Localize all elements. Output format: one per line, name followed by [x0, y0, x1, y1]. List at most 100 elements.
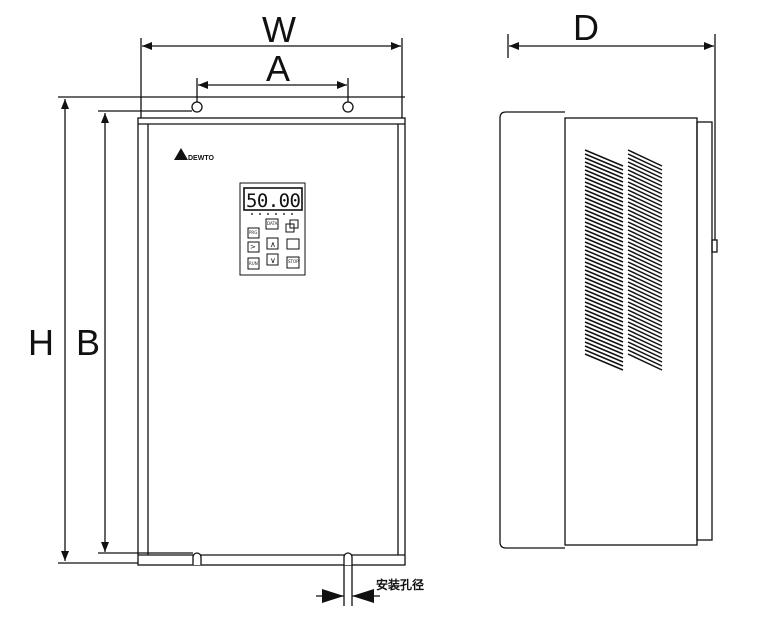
mounting-slot-bottom-right [343, 552, 353, 565]
vent-slot [584, 213, 624, 231]
vent-slot [627, 289, 663, 307]
width-label: W [262, 9, 296, 50]
vent-slot [584, 185, 624, 203]
brand-name: DEWTO [188, 155, 214, 162]
vent-slot [584, 189, 624, 207]
front-view [137, 101, 406, 566]
vent-slot [627, 229, 663, 247]
vent-slot [627, 205, 663, 223]
key-down-label: ∨ [270, 256, 276, 265]
vent-slot [584, 165, 624, 183]
key-right[interactable] [247, 241, 260, 253]
vent-slot [584, 341, 624, 359]
vent-slot [627, 277, 663, 295]
vent-slot [627, 265, 663, 283]
vent-slot [584, 325, 624, 343]
vent-slot [627, 221, 663, 239]
vent-slot [584, 337, 624, 355]
vent-slot [584, 221, 624, 239]
vent-slot [627, 241, 663, 259]
vent-slot [627, 193, 663, 211]
side-view [499, 111, 718, 549]
vent-slot [627, 197, 663, 215]
key-stop[interactable] [286, 256, 300, 269]
vent-slot [584, 345, 624, 363]
vent-slot [627, 337, 663, 355]
vent-slot [627, 261, 663, 279]
vent-slot [584, 157, 624, 175]
vent-slot [584, 277, 624, 295]
logo-triangle-icon [174, 148, 188, 160]
vent-slot [627, 185, 663, 203]
vent-slot [627, 333, 663, 351]
vent-slot [584, 201, 624, 219]
vent-slot [584, 349, 624, 367]
key-down[interactable] [266, 253, 279, 266]
mounting-hole-diameter-label: 安装孔径 [376, 577, 424, 592]
display-window [243, 187, 303, 211]
vent-slot [584, 197, 624, 215]
vent-slot [627, 189, 663, 207]
vent-slot [627, 169, 663, 187]
vent-slot [584, 153, 624, 171]
vent-slot [584, 173, 624, 191]
vent-slot [584, 241, 624, 259]
key-data-label: DATA [267, 221, 278, 226]
vent-slot [627, 353, 663, 371]
vent-slot [584, 285, 624, 303]
dimension-lines [58, 34, 716, 606]
vent-slot [584, 301, 624, 319]
vent-slot [627, 269, 663, 287]
key-data[interactable] [265, 218, 279, 230]
key-up[interactable] [266, 237, 279, 250]
vent-slot [584, 169, 624, 187]
vent-slot [584, 293, 624, 311]
vent-slot [627, 297, 663, 315]
key-run[interactable] [247, 257, 260, 270]
vent-slot [584, 281, 624, 299]
vent-slot [627, 305, 663, 323]
vent-slot [584, 269, 624, 287]
vent-slot [627, 177, 663, 195]
vent-slot [584, 297, 624, 315]
vent-slot [627, 209, 663, 227]
vent-slot [584, 253, 624, 271]
vent-slot [627, 173, 663, 191]
side-cover [499, 111, 565, 549]
vent-slot [627, 157, 663, 175]
vent-slot [584, 305, 624, 323]
vent-slot [627, 245, 663, 263]
hole-spacing-label: A [266, 48, 290, 89]
side-tab [711, 239, 718, 253]
vent-slot [584, 261, 624, 279]
key-prg[interactable] [247, 227, 260, 239]
vent-slot [627, 281, 663, 299]
vent-slot [627, 309, 663, 327]
hole-height-label: B [76, 322, 100, 363]
vent-slot [584, 161, 624, 179]
vent-slot [627, 341, 663, 359]
vent-slot [584, 273, 624, 291]
vent-slot [627, 345, 663, 363]
vent-slot [627, 285, 663, 303]
vent-slot [627, 329, 663, 347]
vent-slot [627, 149, 663, 167]
key-multi[interactable] [286, 238, 300, 250]
key-run-label: RUN [249, 261, 258, 266]
vent-slot [627, 217, 663, 235]
vent-slot [627, 153, 663, 171]
keypad [239, 182, 306, 276]
vent-slot [627, 301, 663, 319]
vent-slot [627, 161, 663, 179]
vent-slot [627, 213, 663, 231]
side-flange [696, 121, 713, 541]
brand-logo: DEWTO [174, 148, 214, 162]
vent-slot [627, 237, 663, 255]
vent-slot [627, 317, 663, 335]
vent-slot [627, 201, 663, 219]
vent-slot [584, 181, 624, 199]
vent-slot [627, 313, 663, 331]
vent-slot [584, 321, 624, 339]
vent-slot [584, 289, 624, 307]
